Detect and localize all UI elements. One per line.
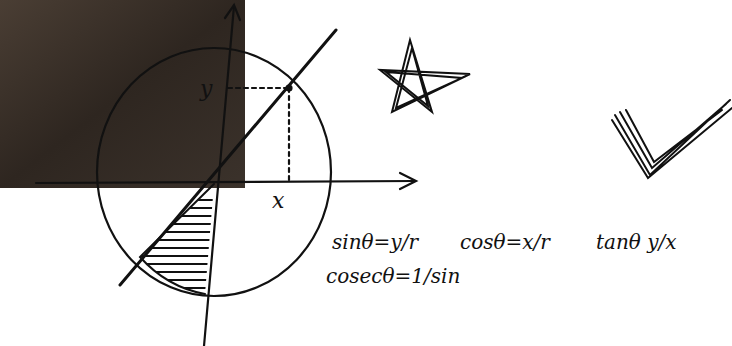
handwritten-label: y (200, 78, 212, 100)
check-doodle (612, 100, 732, 178)
sector-outline (140, 184, 214, 294)
handwritten-label: cosecθ=1/sin (326, 266, 460, 286)
x-arrow (400, 173, 416, 189)
terminal-line (120, 30, 336, 285)
y-axis (204, 6, 234, 346)
hatching (120, 200, 230, 288)
handwritten-label: tanθ y/x (596, 232, 677, 252)
handwritten-label: sinθ=y/r (332, 232, 418, 252)
dashed-x (288, 88, 290, 182)
dashed-y (228, 87, 289, 89)
y-arrow (225, 5, 240, 20)
point (287, 86, 292, 91)
handwritten-label: cosθ=x/r (460, 232, 550, 252)
handwritten-label: x (272, 190, 284, 212)
star-doodle (380, 40, 470, 112)
x-axis (36, 181, 415, 183)
